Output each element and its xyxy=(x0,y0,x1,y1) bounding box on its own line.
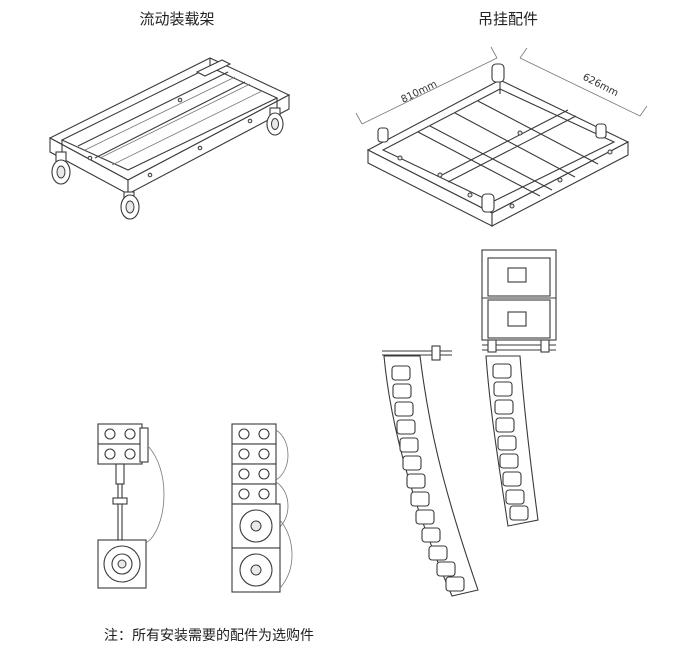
dimension-length-label: 810mm xyxy=(399,79,438,106)
dimension-width-label: 626mm xyxy=(581,72,620,99)
accessory-note: 注：所有安装需要的配件为选购件 xyxy=(104,628,314,644)
transport-dolly-drawing xyxy=(48,57,291,220)
line-array-straight-drawing xyxy=(481,249,557,353)
hanging-frame-drawing: 810mm 626mm xyxy=(355,46,648,227)
curved-array-right-drawing xyxy=(485,355,539,527)
caption-hanging-accessory: 吊挂配件 xyxy=(477,10,538,28)
curved-array-left-drawing xyxy=(382,345,479,597)
ground-stack-drawing xyxy=(231,423,293,593)
caption-transport-dolly: 流动装载架 xyxy=(139,10,215,28)
pole-mount-stack-drawing xyxy=(97,423,165,589)
